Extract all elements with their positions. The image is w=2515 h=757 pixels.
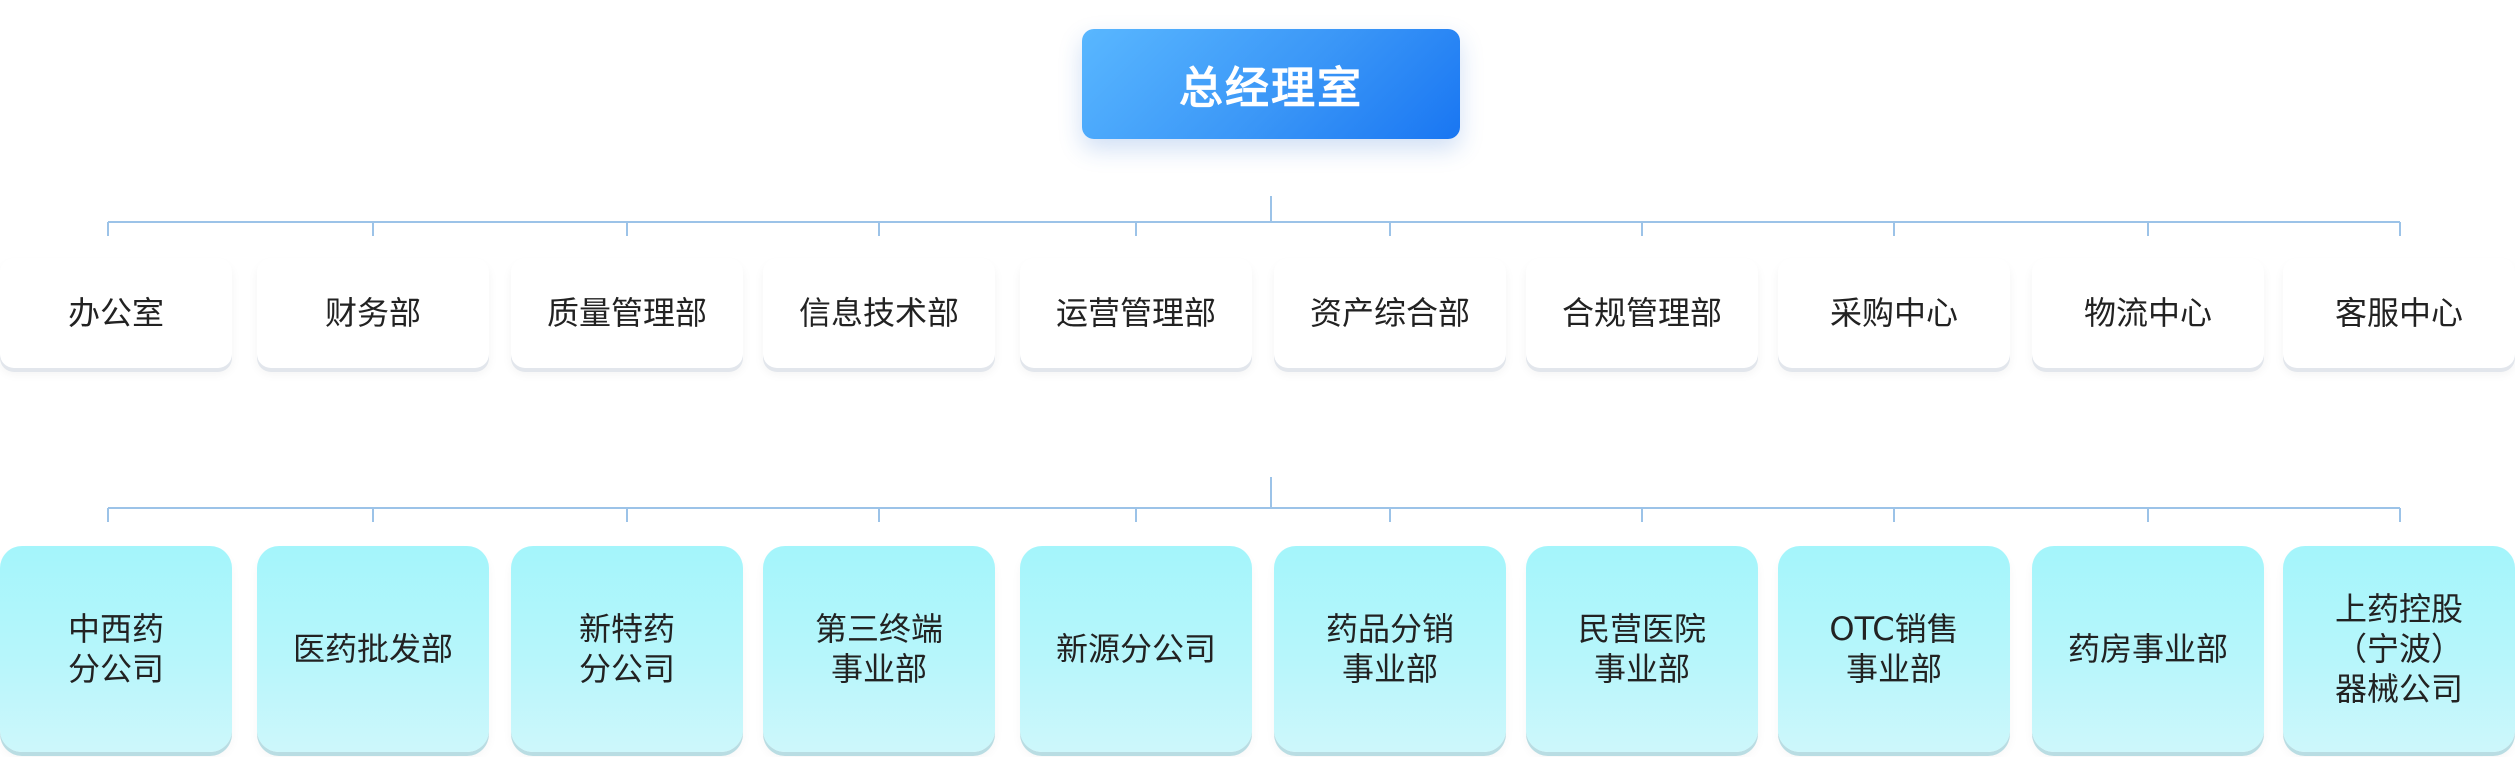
business-unit-box[interactable]: 中西药 分公司 (0, 546, 232, 752)
department-label: 采购中心 (1829, 294, 1958, 332)
department-label: 物流中心 (2083, 294, 2212, 332)
business-unit-box[interactable]: 民营医院 事业部 (1526, 546, 1758, 752)
department-box[interactable]: 办公室 (0, 258, 232, 368)
department-box[interactable]: 合规管理部 (1526, 258, 1758, 368)
department-box[interactable]: 财务部 (257, 258, 489, 368)
department-label: 办公室 (67, 294, 164, 332)
business-unit-label: OTC销售 事业部 (1829, 610, 1959, 688)
business-unit-box[interactable]: 新特药 分公司 (511, 546, 743, 752)
business-unit-label: 民营医院 事业部 (1577, 610, 1706, 688)
business-unit-box[interactable]: 药品分销 事业部 (1274, 546, 1506, 752)
department-label: 质量管理部 (546, 294, 707, 332)
business-unit-box[interactable]: 药房事业部 (2032, 546, 2264, 752)
business-unit-label: 新源分公司 (1055, 630, 1216, 668)
department-label: 资产综合部 (1309, 294, 1470, 332)
department-box[interactable]: 物流中心 (2032, 258, 2264, 368)
business-unit-label: 药房事业部 (2067, 630, 2228, 668)
business-unit-box[interactable]: OTC销售 事业部 (1778, 546, 2010, 752)
department-label: 信息技术部 (798, 294, 959, 332)
business-unit-label: 上药控股 （宁波） 器械公司 (2334, 590, 2463, 708)
department-box[interactable]: 采购中心 (1778, 258, 2010, 368)
business-unit-label: 药品分销 事业部 (1325, 610, 1454, 688)
business-unit-box[interactable]: 医药批发部 (257, 546, 489, 752)
business-unit-label: 医药批发部 (292, 630, 453, 668)
department-row: 办公室 财务部 质量管理部 信息技术部 运营管理部 资产综合部 合规管理部 采购… (0, 258, 2515, 370)
department-box[interactable]: 质量管理部 (511, 258, 743, 368)
business-unit-row: 中西药 分公司 医药批发部 新特药 分公司 第三终端 事业部 新源分公司 药品分… (0, 546, 2515, 756)
department-label: 运营管理部 (1055, 294, 1216, 332)
department-box[interactable]: 运营管理部 (1020, 258, 1252, 368)
business-unit-box[interactable]: 第三终端 事业部 (763, 546, 995, 752)
general-manager-office-label: 总经理室 (1179, 63, 1363, 114)
business-unit-box[interactable]: 上药控股 （宁波） 器械公司 (2283, 546, 2515, 752)
department-box[interactable]: 信息技术部 (763, 258, 995, 368)
business-unit-box[interactable]: 新源分公司 (1020, 546, 1252, 752)
business-unit-label: 第三终端 事业部 (814, 610, 943, 688)
business-unit-label: 新特药 分公司 (578, 610, 675, 688)
department-label: 客服中心 (2334, 294, 2463, 332)
department-label: 合规管理部 (1561, 294, 1722, 332)
department-label: 财务部 (324, 294, 421, 332)
department-box[interactable]: 客服中心 (2283, 258, 2515, 368)
department-box[interactable]: 资产综合部 (1274, 258, 1506, 368)
business-unit-label: 中西药 分公司 (67, 610, 164, 688)
general-manager-office-box[interactable]: 总经理室 (1082, 29, 1460, 139)
